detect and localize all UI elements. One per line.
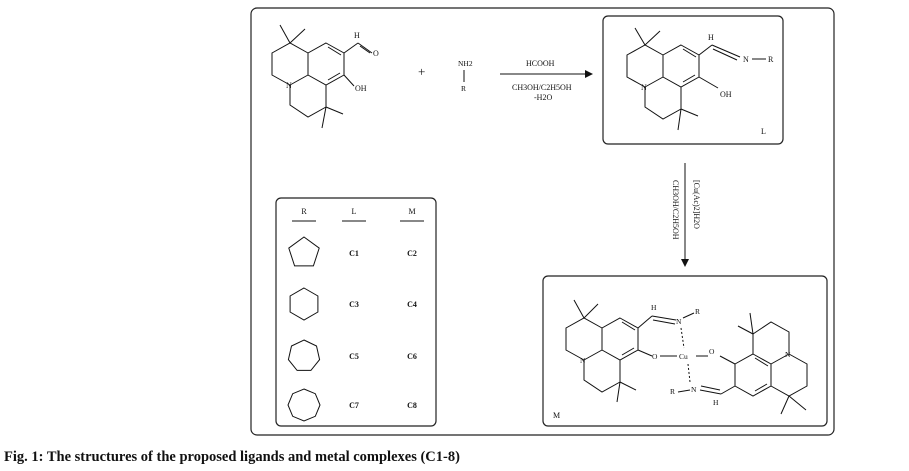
- ligand-structure: [626, 27, 766, 131]
- ligand-imine-n: N: [743, 55, 749, 64]
- complex-oxygen-right: O: [709, 347, 715, 356]
- ligand-r-label: R: [768, 55, 774, 64]
- cycloalkyl-ring-5: [288, 236, 320, 267]
- cycloalkyl-ring-7: [287, 339, 321, 371]
- solvent-label: CH3OH/C2H5OH: [512, 83, 572, 92]
- aldehyde-o-label: O: [373, 49, 379, 58]
- cycloalkyl-ring-8: [287, 388, 321, 422]
- table-header-r: R: [301, 207, 307, 216]
- complex-oxygen-left: O: [652, 352, 658, 361]
- complex-imine-h-bottom: H: [713, 398, 719, 407]
- ligand-box: [602, 15, 784, 145]
- table-header-m: M: [408, 207, 415, 216]
- figure-caption: Fig. 1: The structures of the proposed l…: [4, 449, 460, 465]
- ligand-imine-h: H: [708, 33, 714, 42]
- table-header-l: L: [352, 207, 357, 216]
- complex-copper: Cu: [679, 352, 688, 361]
- complex-r-bottom: R: [670, 387, 675, 396]
- table-cell-complex: C6: [407, 352, 417, 361]
- complex-ring-n-left: N: [580, 356, 586, 365]
- plus-sign: +: [418, 64, 425, 79]
- metalation-reagent: [Cu(Ac)2]H2O: [692, 180, 701, 229]
- table-cell-ligand: C1: [349, 249, 359, 258]
- table-cell-complex: C4: [407, 300, 417, 309]
- complex-ring-n-right: N: [785, 350, 791, 359]
- complex-imine-n-bottom: N: [691, 385, 697, 394]
- aldehyde-structure: [271, 24, 373, 129]
- complex-imine-h-top: H: [651, 303, 657, 312]
- table-cell-ligand: C3: [349, 300, 359, 309]
- complex-structure: [565, 299, 808, 415]
- complex-box-label: M: [553, 411, 560, 420]
- reagent-formic-acid: HCOOH: [526, 59, 555, 68]
- amine-nh2-label: NH2: [458, 59, 473, 68]
- amine-r-label: R: [461, 84, 466, 93]
- complex-imine-n-top: N: [676, 317, 682, 326]
- ligand-hydroxyl: OH: [720, 90, 732, 99]
- table-cell-ligand: C5: [349, 352, 359, 361]
- aldehyde-hydroxyl-label: OH: [355, 84, 367, 93]
- aldehyde-h-label: H: [354, 31, 360, 40]
- ligand-ring-n: N: [641, 83, 647, 92]
- water-loss-label: -H2O: [534, 93, 552, 102]
- outer-frame: [250, 7, 835, 436]
- aldehyde-ring-n-label: N: [286, 81, 292, 90]
- ligand-box-label: L: [761, 127, 766, 136]
- table-cell-ligand: C7: [349, 401, 359, 410]
- complex-box: [542, 275, 828, 427]
- metalation-solvent: CH3OH/C2H5OH: [671, 180, 680, 240]
- complex-r-top: R: [695, 307, 700, 316]
- substituent-table: [275, 197, 437, 427]
- cycloalkyl-ring-6: [289, 287, 319, 321]
- table-cell-complex: C8: [407, 401, 417, 410]
- table-cell-complex: C2: [407, 249, 417, 258]
